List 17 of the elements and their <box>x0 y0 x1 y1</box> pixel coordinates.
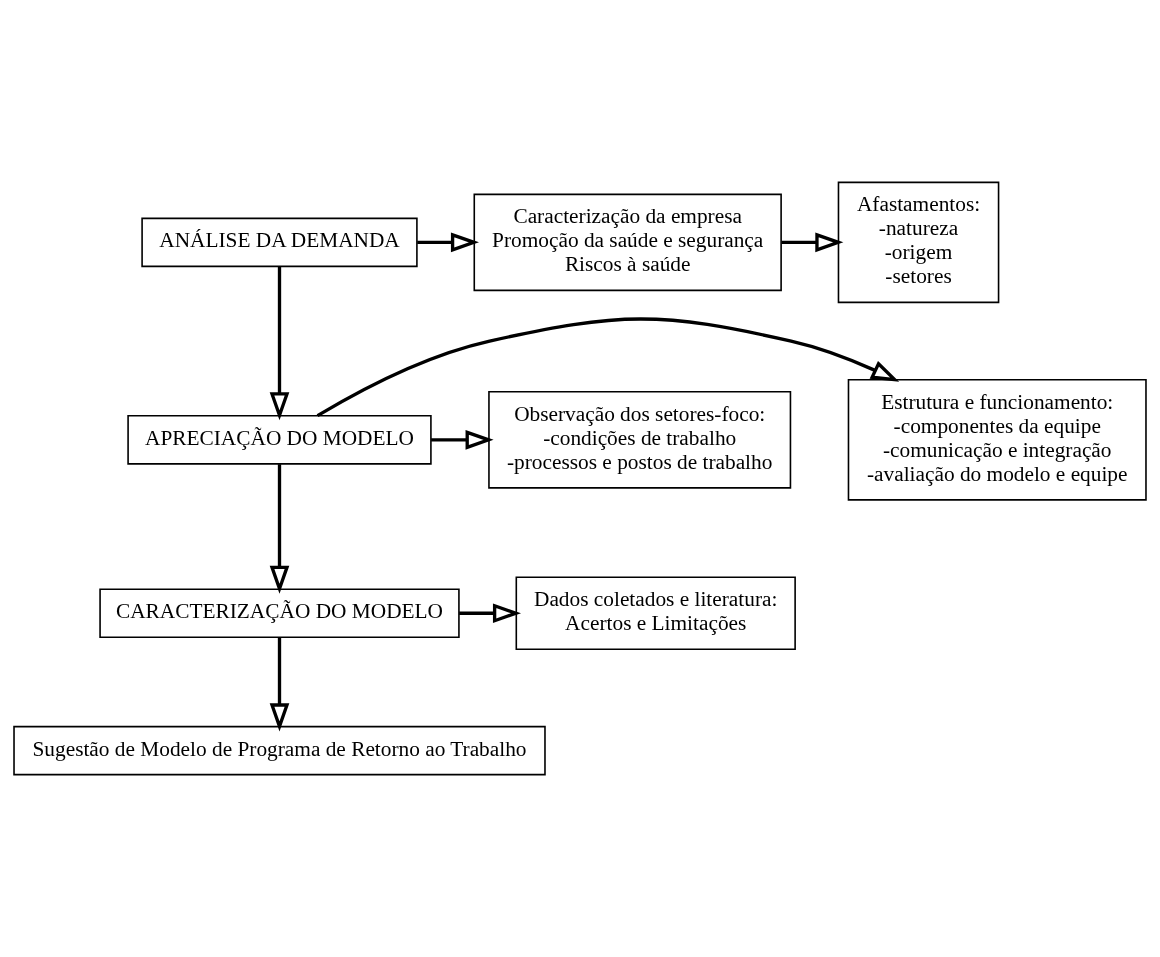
node-box: CARACTERIZAÇÃO DO MODELO <box>99 588 460 639</box>
node-box: Dados coletados e literatura: Acertos e Limitações <box>515 576 796 651</box>
node-box: Sugestão de Modelo de Programa de Retorno ao Trabalho <box>13 725 546 776</box>
node-box: APRECIAÇÃO DO MODELO <box>127 415 432 465</box>
arrow <box>269 266 290 421</box>
node-box: Caracterização da empresa Promoção da saúde e segurança Riscos à saúde <box>473 193 782 292</box>
arrow <box>316 317 900 418</box>
arrow <box>459 603 521 624</box>
arrow <box>269 637 290 732</box>
arrow <box>417 232 479 253</box>
arrow <box>269 464 290 594</box>
node-box: Afastamentos: -natureza -origem -setores <box>837 181 1000 304</box>
node-box: ANÁLISE DA DEMANDA <box>141 217 418 268</box>
arrow <box>781 232 844 253</box>
node-box: Estrutura e funcionamento: -componentes da equipe -comunicação e integração -avaliação do modelo e equipe <box>847 378 1147 501</box>
arrow <box>431 430 494 450</box>
node-box: Observação dos setores-foco: -condições de trabalho -processos e postos de trabalho <box>488 391 792 489</box>
